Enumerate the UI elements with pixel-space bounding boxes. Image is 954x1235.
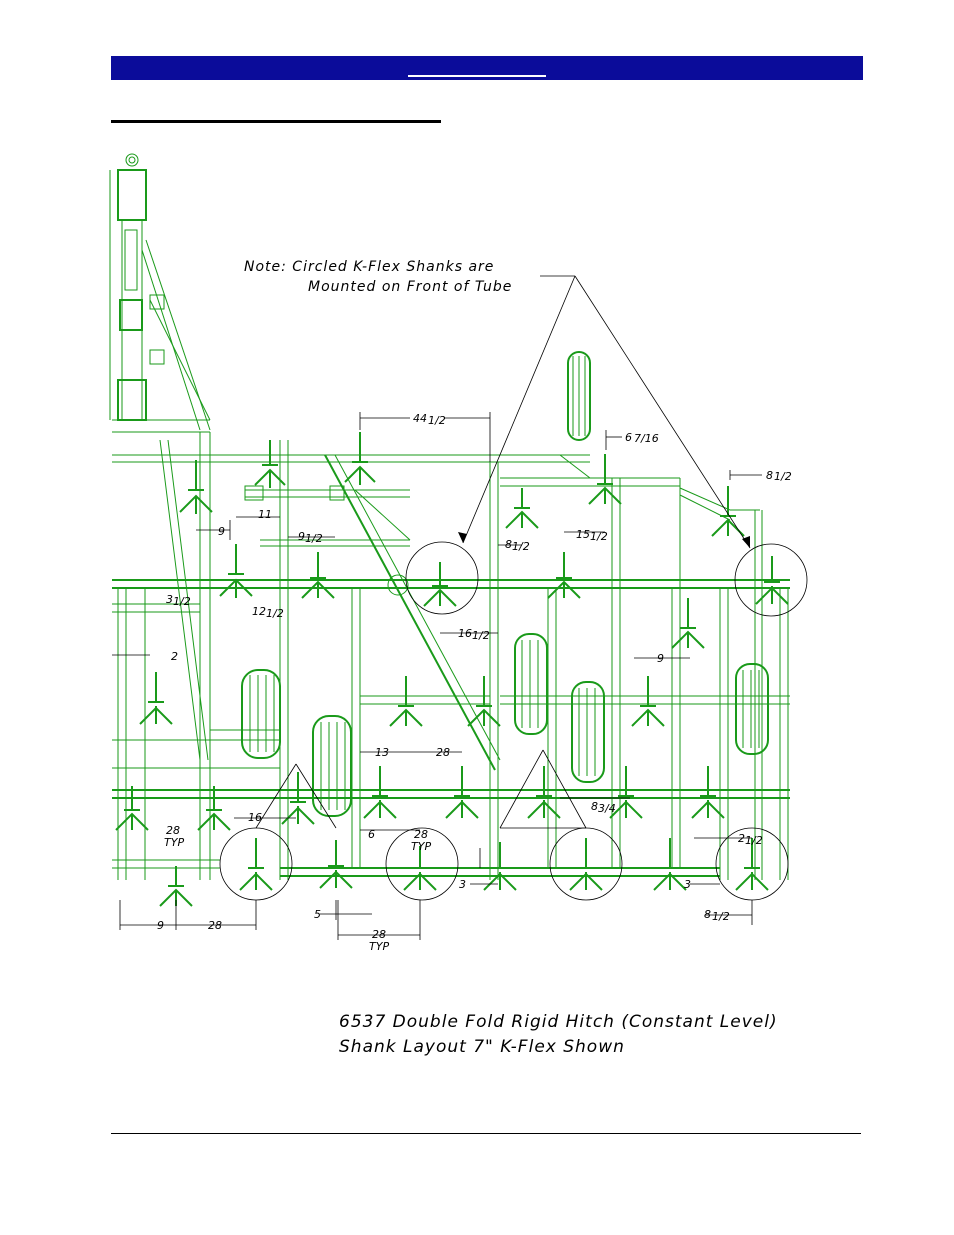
shank bbox=[506, 488, 538, 528]
dim-2b: 2 bbox=[738, 832, 745, 845]
dim-8d: 8 bbox=[704, 908, 711, 921]
shank bbox=[320, 840, 352, 888]
shank bbox=[548, 552, 580, 598]
dim-6b: 6 bbox=[368, 828, 375, 841]
dim-11: 11 bbox=[258, 508, 272, 521]
footer-rule bbox=[111, 1133, 861, 1134]
dim-2a: 2 bbox=[171, 650, 178, 663]
dim-12-frac: 1/2 bbox=[266, 607, 284, 620]
dim-9d: 9 bbox=[157, 919, 164, 932]
dim-9b-frac: 1/2 bbox=[305, 532, 323, 545]
dim-8c: 8 bbox=[591, 800, 598, 813]
dim-12: 12 bbox=[252, 605, 266, 618]
dim-28typc-sub: TYP bbox=[369, 940, 389, 953]
caption-line-2: Shank Layout 7" K-Flex Shown bbox=[339, 1035, 778, 1060]
shank bbox=[364, 766, 396, 818]
dim-9b: 9 bbox=[298, 530, 305, 543]
dim-8b: 8 bbox=[505, 538, 512, 551]
shank bbox=[302, 552, 334, 598]
dim-15: 15 bbox=[576, 528, 590, 541]
circled-shanks bbox=[220, 542, 807, 900]
dim-44-frac: 1/2 bbox=[428, 414, 446, 427]
shank bbox=[692, 766, 724, 818]
dim-16a-frac: 1/2 bbox=[472, 629, 490, 642]
shank bbox=[528, 766, 560, 818]
dim-28typb-sub: TYP bbox=[411, 840, 431, 853]
dim-3a: 3 bbox=[166, 593, 173, 606]
dim-15-frac: 1/2 bbox=[590, 530, 608, 543]
dim-3c: 3 bbox=[684, 878, 691, 891]
dim-16a: 16 bbox=[458, 627, 472, 640]
dim-8a-frac: 1/2 bbox=[774, 470, 792, 483]
dim-3b: 3 bbox=[459, 878, 466, 891]
shank bbox=[654, 838, 686, 890]
dim-6-frac: 7/16 bbox=[634, 432, 659, 445]
shank bbox=[116, 786, 148, 830]
shank bbox=[424, 562, 456, 606]
dim-9a: 9 bbox=[218, 525, 225, 538]
dim-3a-frac: 1/2 bbox=[173, 595, 191, 608]
shank bbox=[570, 838, 602, 890]
figure-caption: 6537 Double Fold Rigid Hitch (Constant L… bbox=[339, 1010, 778, 1060]
shank bbox=[484, 842, 516, 890]
dim-8c-frac: 3/4 bbox=[598, 802, 616, 815]
dim-28typa-sub: TYP bbox=[164, 836, 184, 849]
shank bbox=[240, 838, 272, 890]
shank bbox=[390, 676, 422, 726]
shank bbox=[345, 432, 375, 485]
dim-6: 6 bbox=[625, 431, 632, 444]
note-line-1: Note: Circled K-Flex Shanks are bbox=[244, 259, 494, 275]
hitch-tongue bbox=[110, 154, 210, 430]
note-leaders bbox=[256, 276, 750, 828]
dim-8a: 8 bbox=[766, 469, 773, 482]
shank bbox=[672, 598, 704, 648]
dim-13: 13 bbox=[375, 746, 389, 759]
dim-2b-frac: 1/2 bbox=[745, 834, 763, 847]
dimension-labels: 44 1/2 6 7/16 8 1/2 9 11 9 1/2 8 1/2 15 … bbox=[157, 412, 792, 953]
dim-16b: 16 bbox=[248, 811, 262, 824]
shanks bbox=[116, 432, 788, 906]
caption-line-1: 6537 Double Fold Rigid Hitch (Constant L… bbox=[339, 1010, 778, 1035]
dim-8d-frac: 1/2 bbox=[712, 910, 730, 923]
shank bbox=[632, 676, 664, 726]
shank bbox=[468, 676, 500, 726]
dim-28a: 28 bbox=[436, 746, 450, 759]
dim-9c: 9 bbox=[657, 652, 664, 665]
dim-28b: 28 bbox=[208, 919, 222, 932]
note-line-2: Mounted on Front of Tube bbox=[308, 279, 512, 295]
shank bbox=[180, 460, 212, 514]
shank bbox=[712, 486, 744, 536]
shank bbox=[446, 766, 478, 818]
shank bbox=[589, 454, 621, 504]
dim-5: 5 bbox=[314, 908, 321, 921]
shank bbox=[220, 544, 252, 598]
shank bbox=[198, 786, 230, 830]
dim-44: 44 bbox=[413, 412, 427, 425]
dim-8b-frac: 1/2 bbox=[512, 540, 530, 553]
